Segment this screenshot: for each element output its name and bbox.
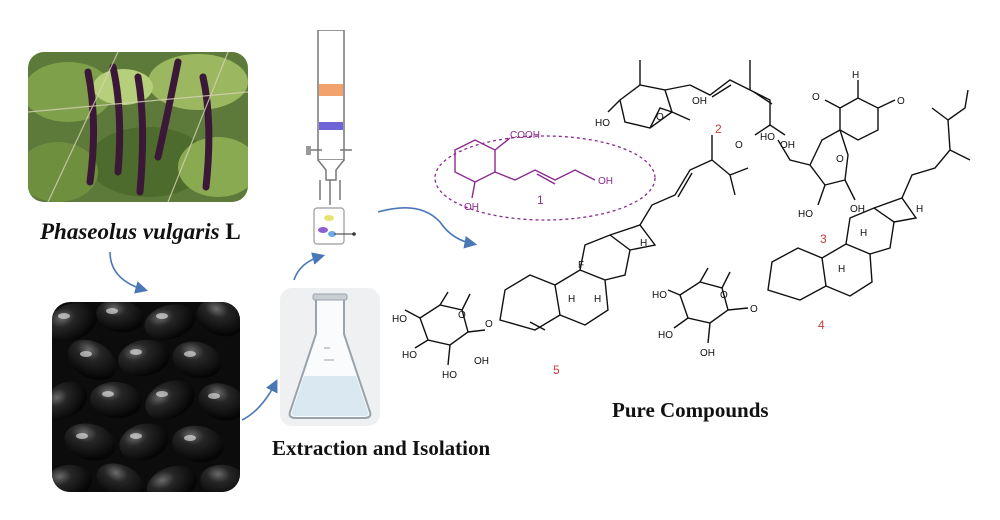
plant-name: Phaseolus vulgaris L bbox=[40, 219, 241, 245]
compound-2-o2-label: O bbox=[735, 140, 743, 151]
compound-2-oh2-label: OH bbox=[780, 140, 795, 151]
compound-5-number: 5 bbox=[553, 363, 560, 377]
compound-5-f-label: F bbox=[578, 260, 584, 271]
compound-4-ho2-label: HO bbox=[658, 330, 673, 341]
compound-5-h-label: H bbox=[568, 294, 575, 305]
compound-3-ho-label: HO bbox=[760, 132, 775, 143]
compound-3-number: 3 bbox=[820, 232, 827, 246]
compound-2-ho-label: HO bbox=[595, 118, 610, 129]
compound-2-oh-label: OH bbox=[692, 96, 707, 107]
compound-1-highlight bbox=[434, 135, 656, 221]
compound-3-ho2-label: HO bbox=[798, 209, 813, 220]
compound-4-ho-label: HO bbox=[652, 290, 667, 301]
beans-photo bbox=[52, 302, 240, 492]
compound-5-h3-label: H bbox=[640, 238, 647, 249]
compound-1-oh2-label: OH bbox=[598, 176, 613, 187]
compound-3-structure bbox=[777, 80, 896, 206]
compound-1-cooh-label: COOH bbox=[510, 130, 540, 141]
arrow-column-to-compounds bbox=[377, 206, 478, 249]
compound-3-ring-o-label: O bbox=[836, 154, 844, 165]
compound-3-h-label: H bbox=[852, 70, 859, 81]
pure-compounds-label: Pure Compounds bbox=[612, 398, 769, 422]
compound-4-h2-label: H bbox=[860, 228, 867, 239]
compound-4-ring-o-label: O bbox=[720, 290, 728, 301]
compound-4-h-label: H bbox=[838, 264, 845, 275]
arrow-beans-to-flask bbox=[241, 379, 278, 421]
arrow-plant-to-beans bbox=[109, 251, 149, 294]
compound-4-number: 4 bbox=[818, 318, 825, 332]
chromatography-column bbox=[306, 30, 356, 245]
compound-5-structure bbox=[404, 135, 749, 366]
compound-2-number: 2 bbox=[715, 122, 722, 136]
plant-genus: Phaseolus vulgaris bbox=[40, 219, 220, 244]
compound-1-oh-label: OH bbox=[464, 202, 479, 213]
compound-4-structure bbox=[667, 89, 971, 344]
compound-3-o2-label: O bbox=[812, 92, 820, 103]
compound-5-h2-label: H bbox=[594, 294, 601, 305]
compound-4-h3-label: H bbox=[916, 204, 923, 215]
compound-1-structure bbox=[454, 137, 596, 199]
plant-author: L bbox=[225, 219, 241, 244]
compound-2-structure bbox=[607, 60, 786, 136]
compound-4-oh-label: OH bbox=[700, 348, 715, 359]
compound-5-ho-label: HO bbox=[392, 314, 407, 325]
plant-photo bbox=[28, 52, 248, 202]
compound-5-o-label: O bbox=[485, 319, 493, 330]
erlenmeyer-flask bbox=[280, 288, 380, 426]
compound-1-number: 1 bbox=[537, 193, 544, 207]
compound-3-o-label: O bbox=[897, 96, 905, 107]
compound-2-o-label: O bbox=[656, 112, 664, 123]
compound-4-o-label: O bbox=[750, 304, 758, 315]
compound-5-ring-o-label: O bbox=[458, 310, 466, 321]
compound-5-ho2-label: HO bbox=[402, 350, 417, 361]
extraction-isolation-label: Extraction and Isolation bbox=[272, 436, 491, 460]
compound-5-oh-label: OH bbox=[474, 356, 489, 367]
arrow-flask-to-column bbox=[293, 252, 326, 281]
compound-3-oh-label: OH bbox=[850, 204, 865, 215]
compound-5-ho3-label: HO bbox=[442, 370, 457, 381]
